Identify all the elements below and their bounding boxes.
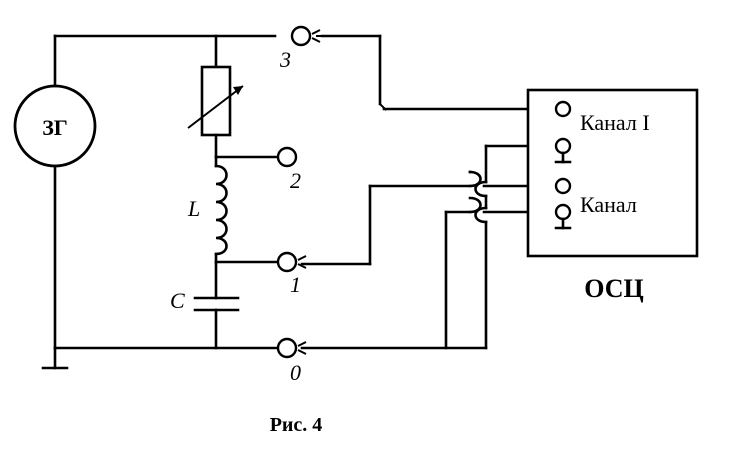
terminal-2: 2 [276,146,301,193]
svg-text:1: 1 [290,272,301,297]
inductor: L [187,155,228,264]
terminal-0: 0 [276,337,301,385]
probe-channel-2 [297,170,558,269]
generator: ЗГ [13,34,97,350]
oscilloscope: Канал I Канал ОСЦ [526,88,699,303]
figure-caption: Рис. 4 [270,414,323,436]
probe-channel-1 [311,29,558,111]
generator-label: ЗГ [42,115,68,140]
inductor-label: L [187,196,200,221]
channel-1-ground-jack [554,137,572,155]
variable-resistor [187,34,244,159]
oscilloscope-label: ОСЦ [584,274,644,303]
capacitor: C [170,260,240,350]
terminal-3: 3 [279,25,312,72]
channel-1-label: Канал I [580,110,650,135]
ground-symbol [41,346,69,370]
channel-1-signal-jack [554,100,572,118]
capacitor-label: C [170,288,185,313]
svg-text:2: 2 [290,168,301,193]
channel-2-label: Канал [580,192,637,217]
channel-2-ground-jack [554,203,572,221]
channel-2-signal-jack [554,177,572,195]
svg-text:3: 3 [279,47,291,72]
probe-ground [297,144,558,355]
terminal-1: 1 [276,251,301,297]
svg-text:0: 0 [290,360,301,385]
